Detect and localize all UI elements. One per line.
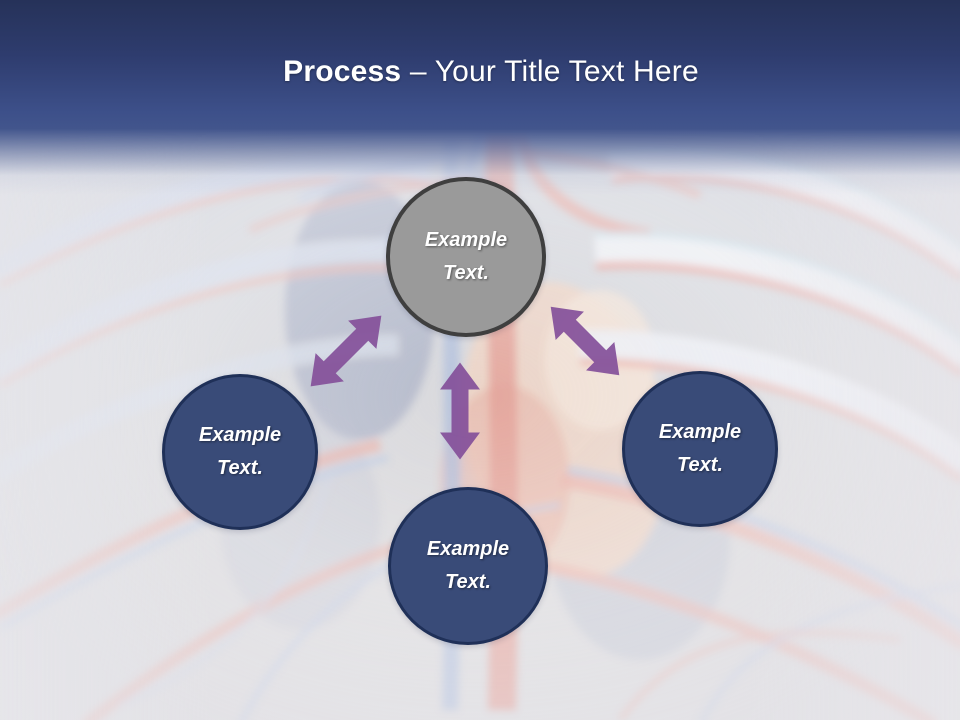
slide-title-emphasis: Process [283,55,402,88]
node-right-label-line2: Text. [677,454,723,476]
double-arrow-icon-top-to-bottom[interactable] [440,362,480,460]
double-arrow-icon-top-to-right[interactable] [537,293,634,390]
slide-title-rest: – Your Title Text Here [409,55,699,88]
node-top[interactable]: Example Text. [386,177,546,337]
double-arrow-icon-top-to-left[interactable] [297,302,396,401]
title-band [0,0,960,195]
slide-title[interactable]: Process – Your Title Text Here [0,52,960,92]
node-left-label-line1: Example [198,424,282,446]
node-left-label-line2: Text. [217,457,263,479]
node-bottom[interactable]: Example Text. [388,487,548,645]
node-top-label-line2: Text. [443,262,489,284]
node-top-label-line1: Example [424,229,508,251]
node-bottom-label-line1: Example [426,538,510,560]
node-right[interactable]: Example Text. [622,371,778,527]
node-left[interactable]: Example Text. [162,374,318,530]
node-right-label-line1: Example [658,421,742,443]
node-bottom-label-line2: Text. [445,571,491,593]
